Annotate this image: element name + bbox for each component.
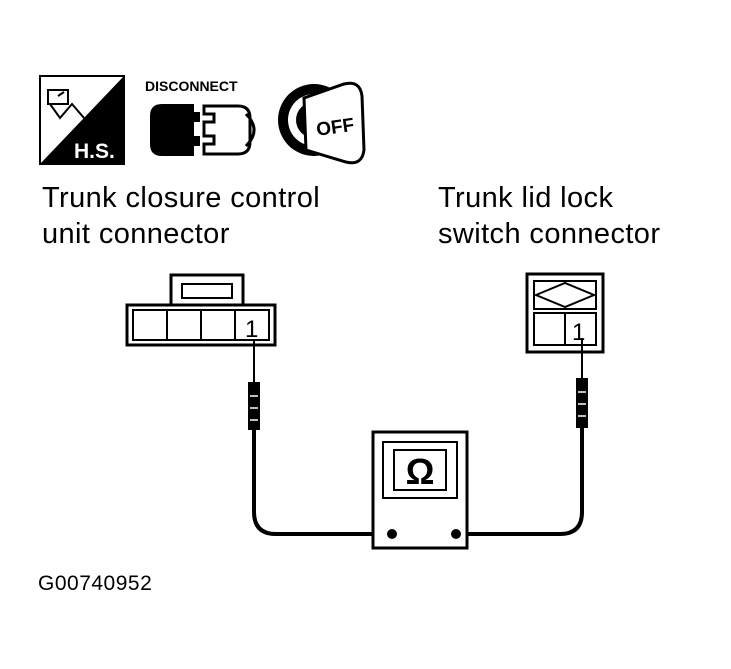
left-connector <box>125 273 277 347</box>
right-connector <box>525 272 605 354</box>
disconnect-label: DISCONNECT <box>145 78 238 94</box>
figure-id: G00740952 <box>38 572 153 595</box>
left-connector-label-line2: unit connector <box>42 218 230 250</box>
left-probe-lead <box>248 340 392 536</box>
right-connector-terminal-1: 1 <box>572 319 585 346</box>
left-connector-label-line1: Trunk closure control <box>42 182 321 214</box>
right-probe-lead <box>456 338 588 536</box>
harness-side-badge-text: H.S. <box>74 140 115 163</box>
ignition-off-text: OFF <box>315 115 356 141</box>
left-connector-label: Trunk closure control unit connector <box>42 180 320 252</box>
right-connector-label: Trunk lid lock switch connector <box>438 180 660 252</box>
right-connector-label-line2: switch connector <box>438 218 661 250</box>
harness-side-icon: H.S. <box>39 75 125 165</box>
ohmmeter <box>371 430 469 550</box>
ohm-symbol: Ω <box>406 451 435 492</box>
left-connector-terminal-1: 1 <box>245 316 258 343</box>
ignition-off-icon: OFF <box>278 81 366 165</box>
disconnect-icon: DISCONNECT <box>145 78 256 156</box>
right-connector-label-line1: Trunk lid lock <box>438 182 614 214</box>
